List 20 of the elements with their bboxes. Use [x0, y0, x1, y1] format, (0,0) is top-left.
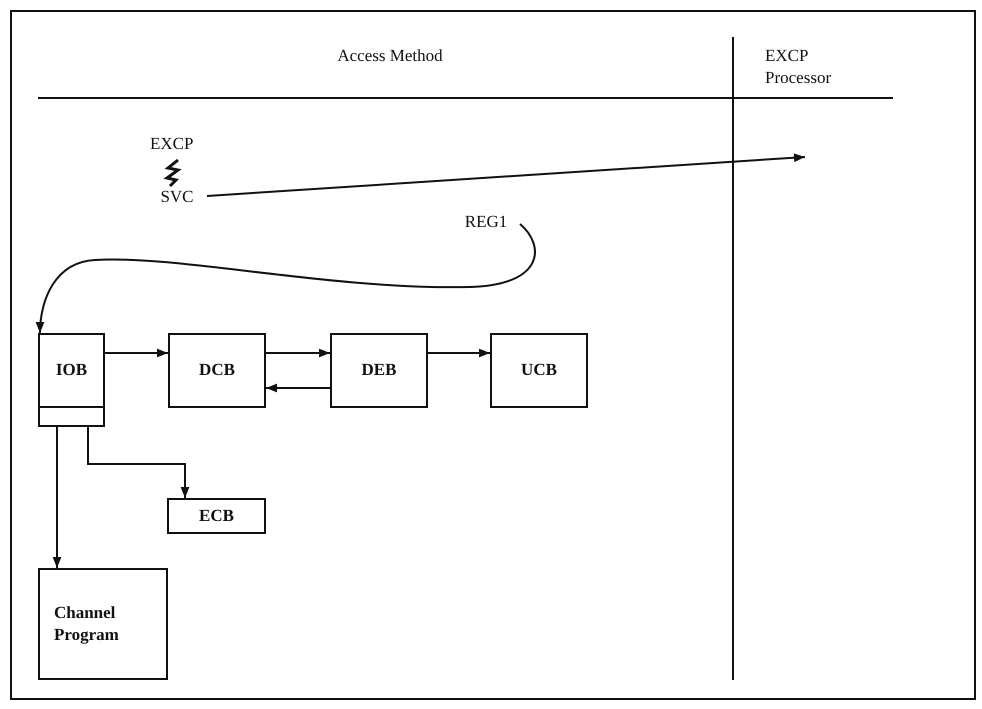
control-block-box: UCB [490, 333, 588, 408]
process-label: SVC [150, 184, 204, 210]
control-block-box: ECB [167, 498, 266, 534]
arrow [206, 153, 806, 197]
program-box: Channel Program [38, 568, 168, 680]
register-label: REG1 [455, 209, 517, 235]
arrow [428, 348, 490, 358]
arrow [105, 348, 168, 358]
call-label: EXCP [150, 133, 194, 155]
column-heading: Access Method [336, 45, 444, 67]
control-block-box: DCB [168, 333, 266, 408]
arrow [266, 348, 330, 358]
arrow [52, 427, 62, 568]
arrow [36, 223, 536, 334]
arrow [87, 427, 190, 498]
extension-box [38, 406, 105, 427]
column-heading: EXCP Processor [765, 45, 832, 90]
control-block-box: DEB [330, 333, 428, 408]
arrow [266, 384, 330, 392]
control-block-box: IOB [38, 333, 105, 408]
